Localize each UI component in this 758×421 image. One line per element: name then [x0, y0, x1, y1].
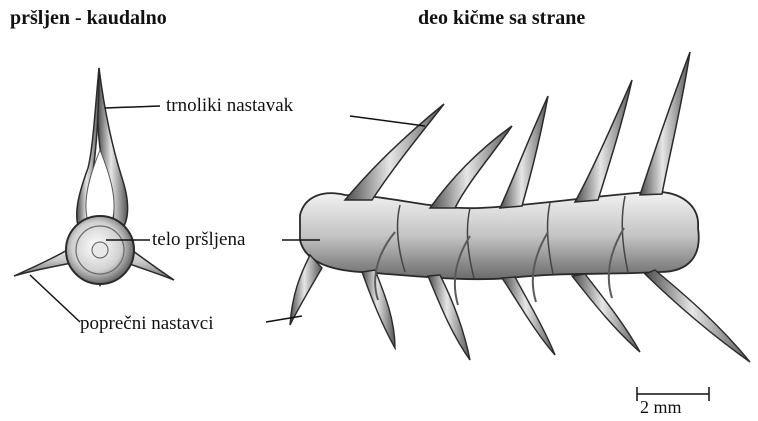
transverse-processes-label: poprečni nastavci: [80, 313, 213, 335]
lateral-spine-drawing: [290, 52, 750, 362]
spinous-process-label: trnoliki nastavak: [166, 95, 293, 117]
leader-transverse-caudal: [30, 275, 80, 322]
lateral-vertebral-column: [300, 192, 699, 279]
leader-spinous-lateral: [350, 116, 425, 126]
lateral-spinous-process-4: [575, 80, 632, 202]
lateral-spinous-process-5: [640, 52, 690, 195]
leader-spinous-caudal: [105, 106, 160, 108]
lateral-spinous-process-2: [430, 126, 512, 208]
scale-bar-label: 2 mm: [640, 397, 682, 418]
vertebral-body-label: telo pršljena: [152, 229, 245, 251]
lateral-spinous-process-1: [345, 104, 444, 200]
caudal-vertebra-drawing: [14, 68, 174, 286]
leader-transverse-lateral: [266, 316, 302, 322]
lateral-spinous-process-3: [500, 96, 548, 208]
